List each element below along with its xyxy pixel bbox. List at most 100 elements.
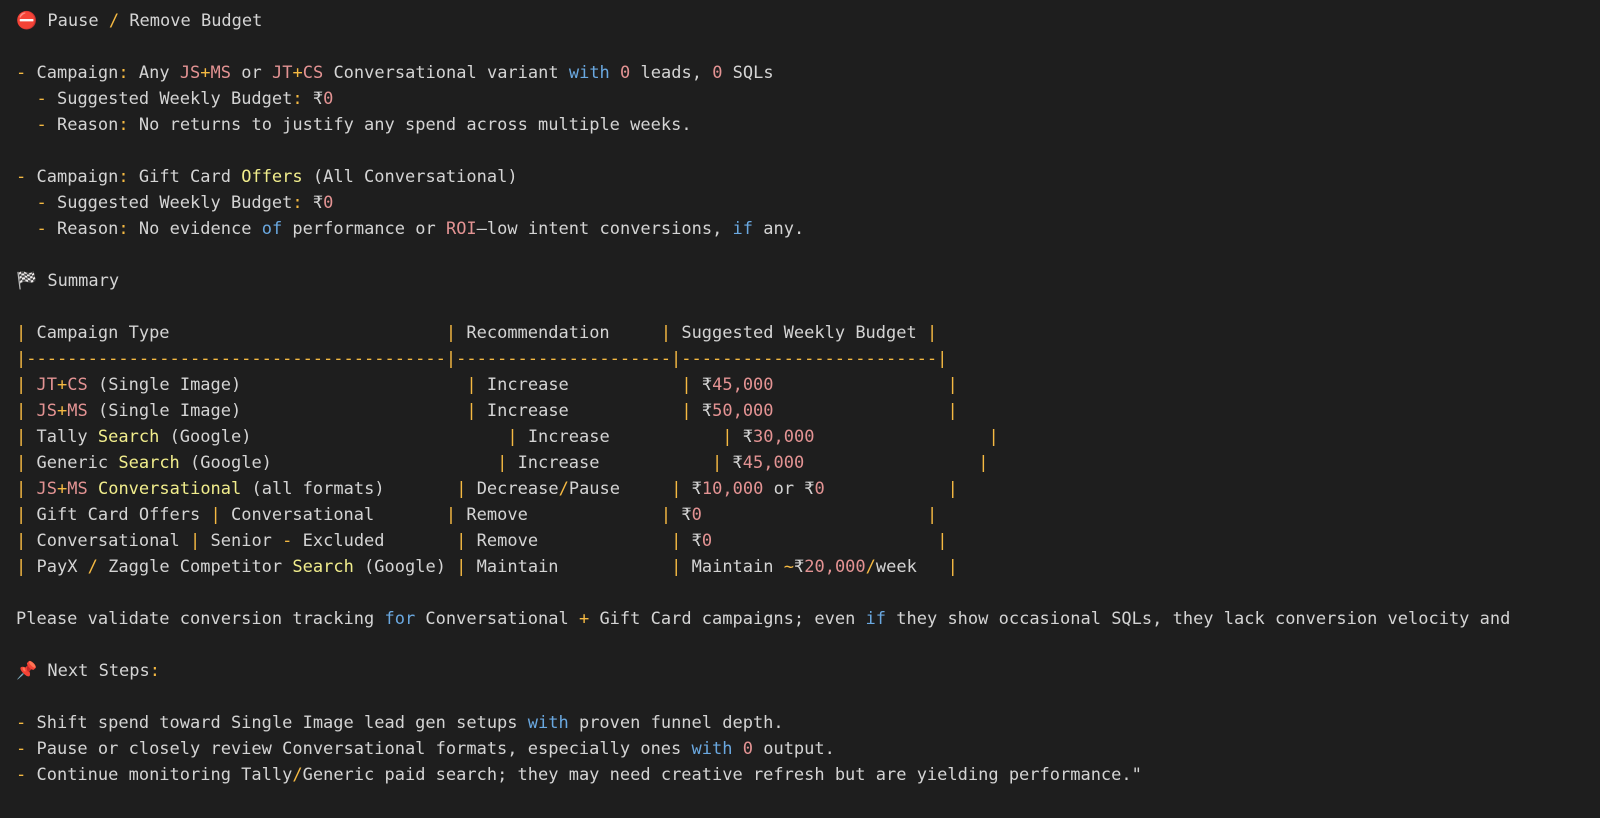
code-token: Search xyxy=(118,453,180,473)
blank xyxy=(16,34,1600,60)
code-token: | xyxy=(190,531,201,551)
code-token: | xyxy=(16,531,27,551)
code-token: Remove xyxy=(456,505,661,525)
code-token: Generic paid search; they may need creat… xyxy=(302,765,1142,785)
code-token: | xyxy=(947,479,958,499)
code-token: 0 xyxy=(620,63,631,83)
code-token: Conversational xyxy=(97,479,242,499)
code-token: they show occasional SQLs, they lack con… xyxy=(886,609,1511,629)
heading-pause-remove: ⛔ Pause / Remove Budget xyxy=(16,8,1600,34)
code-token: Suggested Weekly Budget xyxy=(46,193,293,213)
code-token: 45,000 xyxy=(742,453,805,473)
code-token xyxy=(16,89,36,109)
code-token: Zaggle Competitor xyxy=(97,557,293,577)
code-editor[interactable]: ⛔ Pause / Remove Budget - Campaign: Any … xyxy=(16,8,1600,788)
code-token: MS xyxy=(67,479,88,499)
campaign-line: - Campaign: Any JS+MS or JT+CS Conversat… xyxy=(16,60,1600,86)
code-token: CS xyxy=(67,375,88,395)
code-token: Offers xyxy=(241,167,303,187)
code-token: Next Steps xyxy=(37,661,150,681)
code-token: 0 xyxy=(742,739,753,759)
code-token: | xyxy=(722,427,733,447)
code-token: : xyxy=(118,63,129,83)
table-row: | Tally Search (Google) | Increase | ₹30… xyxy=(16,424,1600,450)
code-token: Reason xyxy=(46,219,119,239)
code-token: Conversational xyxy=(26,531,191,551)
code-token: with xyxy=(527,713,569,733)
code-token: Suggested Weekly Budget xyxy=(671,323,927,343)
code-token: | xyxy=(16,479,27,499)
table-row: | Gift Card Offers | Conversational | Re… xyxy=(16,502,1600,528)
code-token: - xyxy=(36,89,47,109)
code-token: Pause xyxy=(568,479,672,499)
code-token: ROI xyxy=(445,219,477,239)
code-token: | xyxy=(926,323,938,343)
code-token xyxy=(16,193,36,213)
code-token: Remove Budget xyxy=(119,11,263,31)
code-token: (Google) xyxy=(179,453,498,473)
code-token xyxy=(16,115,36,135)
code-token: | xyxy=(671,557,682,577)
code-token: 45,000 xyxy=(712,375,774,395)
code-token: CS xyxy=(302,63,324,83)
code-token xyxy=(16,219,36,239)
code-token: 0 xyxy=(323,193,334,213)
code-token: | xyxy=(937,531,948,551)
code-token xyxy=(88,479,98,499)
code-token: ~ xyxy=(783,557,794,577)
code-token: - xyxy=(36,193,47,213)
code-token: - xyxy=(282,531,293,551)
code-token: (Single Image) xyxy=(87,375,467,395)
table-header: | Campaign Type | Recommendation | Sugge… xyxy=(16,320,1600,346)
code-token: | xyxy=(16,375,27,395)
code-token: if xyxy=(732,219,754,239)
code-token: | xyxy=(16,557,27,577)
code-token: ₹ xyxy=(691,401,713,421)
code-token: ₹ xyxy=(671,505,692,525)
code-token: or xyxy=(231,63,272,83)
code-token: : xyxy=(118,115,129,135)
code-token: Search xyxy=(97,427,160,447)
code-token: Maintain xyxy=(466,557,672,577)
code-token: 50,000 xyxy=(712,401,774,421)
code-token: (all formats) xyxy=(241,479,457,499)
code-token: (Google) xyxy=(353,557,457,577)
blank xyxy=(16,684,1600,710)
code-token: Pause or closely review Conversational f… xyxy=(26,739,692,759)
code-token xyxy=(732,739,742,759)
code-token: ₹ xyxy=(681,531,702,551)
code-token: + xyxy=(56,401,68,421)
code-token: ₹ xyxy=(732,427,754,447)
code-token: MS xyxy=(67,401,88,421)
code-token: ₹ xyxy=(302,89,324,109)
code-token: JS xyxy=(36,401,57,421)
budget-line: - Suggested Weekly Budget: ₹0 xyxy=(16,86,1600,112)
code-token: JS xyxy=(179,63,201,83)
code-token: | xyxy=(927,505,938,525)
code-token: Summary xyxy=(37,271,120,291)
code-token xyxy=(825,479,948,499)
code-token: No evidence xyxy=(128,219,262,239)
code-token: | xyxy=(466,375,477,395)
code-token: Conversational xyxy=(220,505,446,525)
table-separator: |---------------------------------------… xyxy=(16,346,1600,372)
code-token: | xyxy=(16,427,27,447)
code-token: SQLs xyxy=(722,63,774,83)
code-token: —low intent conversions, xyxy=(476,219,733,239)
pushpin-icon: 📌 xyxy=(16,661,38,681)
code-token: MS xyxy=(210,63,232,83)
code-token: - xyxy=(16,739,27,759)
code-token: : xyxy=(118,219,129,239)
code-token: + xyxy=(56,479,68,499)
blank xyxy=(16,294,1600,320)
code-token xyxy=(712,531,937,551)
code-token: Decrease xyxy=(466,479,559,499)
step-item: - Shift spend toward Single Image lead g… xyxy=(16,710,1600,736)
code-token: ₹ xyxy=(302,193,324,213)
code-token: week xyxy=(875,557,948,577)
table-row: | Generic Search (Google) | Increase | ₹… xyxy=(16,450,1600,476)
code-token: + xyxy=(292,63,303,83)
code-token: Increase xyxy=(476,401,682,421)
table-row: | JT+CS (Single Image) | Increase | ₹45,… xyxy=(16,372,1600,398)
code-token: - xyxy=(16,765,27,785)
